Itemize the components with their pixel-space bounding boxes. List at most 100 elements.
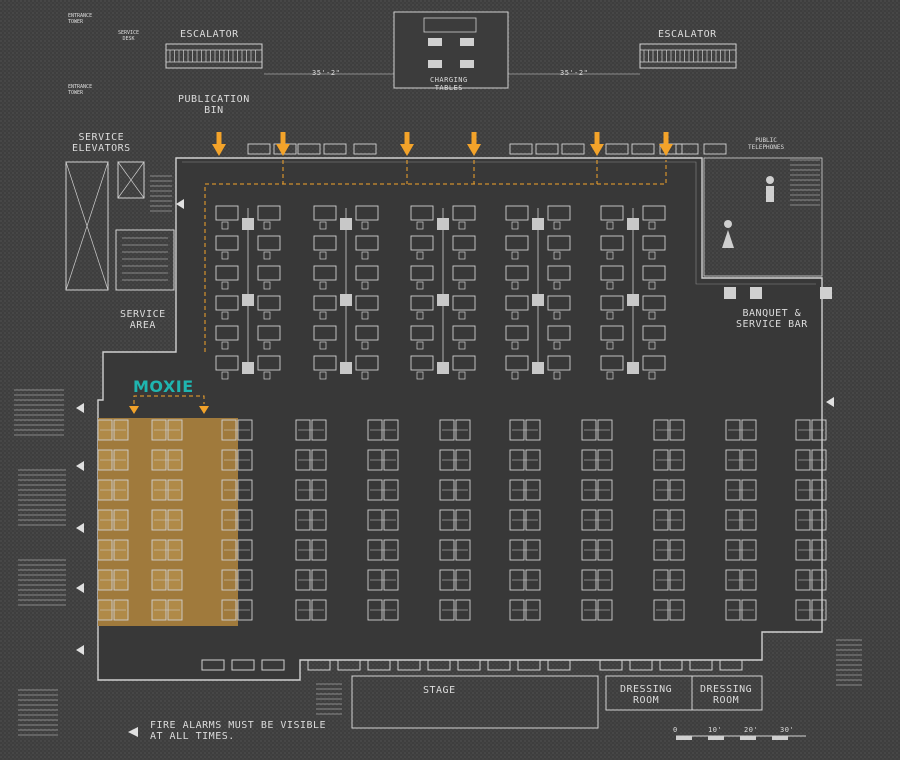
lower-col-8: [653, 419, 685, 621]
dressing-room-2: [691, 675, 763, 711]
scale-tick-20: 20': [744, 726, 759, 734]
upper-seating-block-1: [313, 205, 379, 380]
entry-path-main: [204, 160, 667, 352]
front-table-b5: [457, 659, 481, 671]
upper-seating-block-4: [600, 205, 666, 380]
scale-tick-30: 30': [780, 726, 795, 734]
stairs-b: [14, 389, 64, 436]
fire-alarm-note: FIRE ALARMS MUST BE VISIBLE AT ALL TIMES…: [150, 720, 327, 742]
lower-col-0: [97, 419, 129, 621]
charging-counter: [423, 17, 477, 33]
ballroom-inner-wall: [182, 161, 816, 285]
top-table-12: [703, 143, 727, 155]
lower-col-1: [151, 419, 183, 621]
entry-arrow-1: [276, 132, 290, 156]
dimension-right-label: 35'-2": [560, 69, 589, 77]
scale-tick-0: 0: [673, 726, 678, 734]
stairs-a: [150, 175, 172, 212]
lower-col-9: [725, 419, 757, 621]
scale-tick-10: 10': [708, 726, 723, 734]
entry-arrows: [76, 132, 834, 737]
escalator-right: [639, 43, 737, 69]
ballroom-floor: [97, 157, 823, 681]
banquet-post-1: [750, 287, 762, 299]
top-table-4: [353, 143, 377, 155]
front-table-a0: [201, 659, 225, 671]
lower-col-4: [367, 419, 399, 621]
note-arrow: [128, 727, 138, 737]
lower-col-6: [509, 419, 541, 621]
lower-col-5: [439, 419, 471, 621]
top-table-8: [605, 143, 629, 155]
top-table-9: [631, 143, 655, 155]
moxie-arrow-left: [129, 406, 139, 414]
stairs-d: [18, 559, 66, 606]
elevator-shaft-1: [65, 161, 109, 291]
front-table-c0: [599, 659, 623, 671]
entry-arrow-5: [659, 132, 673, 156]
charging-table-0: [428, 38, 442, 46]
restroom-man-body: [766, 186, 774, 202]
charging-tables-label: CHARGING TABLES: [430, 76, 468, 92]
front-table-b8: [547, 659, 571, 671]
exit-arrow-2: [76, 461, 84, 471]
escalator-left-label: ESCALATOR: [180, 29, 239, 40]
exit-arrow-5: [76, 645, 84, 655]
front-table-b4: [427, 659, 451, 671]
upper-seating-block-2: [410, 205, 476, 380]
restroom-woman-body: [722, 230, 734, 248]
scale-bar: [676, 735, 806, 740]
front-table-b1: [337, 659, 361, 671]
exit-arrow-3: [76, 523, 84, 533]
stairs-c: [18, 469, 66, 526]
banquet-service-bar-label: BANQUET & SERVICE BAR: [736, 308, 808, 330]
charging-table-3: [460, 60, 474, 68]
front-table-c2: [659, 659, 683, 671]
restroom-woman-icon: [724, 220, 732, 228]
banquet-post-2: [820, 287, 832, 299]
service-area-box: [115, 229, 175, 291]
building-structure: [14, 11, 862, 740]
escalator-right-label: ESCALATOR: [658, 29, 717, 40]
exit-arrow-4: [76, 583, 84, 593]
seating-layout: [97, 205, 827, 626]
elevator-cross-1b: [65, 161, 109, 291]
front-table-a1: [231, 659, 255, 671]
stairs-e: [18, 689, 58, 736]
lower-col-10: [795, 419, 827, 621]
top-table-3: [323, 143, 347, 155]
stairs-g: [836, 639, 862, 686]
front-table-b7: [517, 659, 541, 671]
stairs-f: [790, 159, 820, 206]
moxie-bracket: [133, 395, 205, 404]
entry-arrow-0: [212, 132, 226, 156]
service-elevators-label: SERVICE ELEVATORS: [72, 132, 131, 154]
lower-col-2: [221, 419, 253, 621]
entry-arrow-2: [400, 132, 414, 156]
publication-bin-label: PUBLICATION BIN: [178, 94, 250, 116]
exit-arrow-0: [176, 199, 184, 209]
lower-col-7: [581, 419, 613, 621]
charging-area: [393, 11, 509, 89]
front-table-c3: [689, 659, 713, 671]
entrance-tower-2-label: ENTRANCE TOWER: [68, 84, 93, 96]
exit-arrow-1: [76, 403, 84, 413]
front-table-b6: [487, 659, 511, 671]
moxie-label: MOXIE: [133, 377, 194, 396]
top-table-7: [561, 143, 585, 155]
stairs-h: [316, 683, 342, 715]
dressing-room-2-label: DRESSING ROOM: [700, 684, 753, 706]
front-table-b0: [307, 659, 331, 671]
top-table-6: [535, 143, 559, 155]
restroom-man-icon: [766, 176, 774, 184]
stage-outline: [351, 675, 599, 729]
front-table-c4: [719, 659, 743, 671]
exit-arrow-6: [826, 397, 834, 407]
upper-seating-block-3: [505, 205, 571, 380]
escalator-left: [165, 43, 263, 69]
banquet-post-0: [724, 287, 736, 299]
lower-col-3: [295, 419, 327, 621]
entry-arrow-4: [590, 132, 604, 156]
service-desk-label: SERVICE DESK: [118, 30, 140, 42]
